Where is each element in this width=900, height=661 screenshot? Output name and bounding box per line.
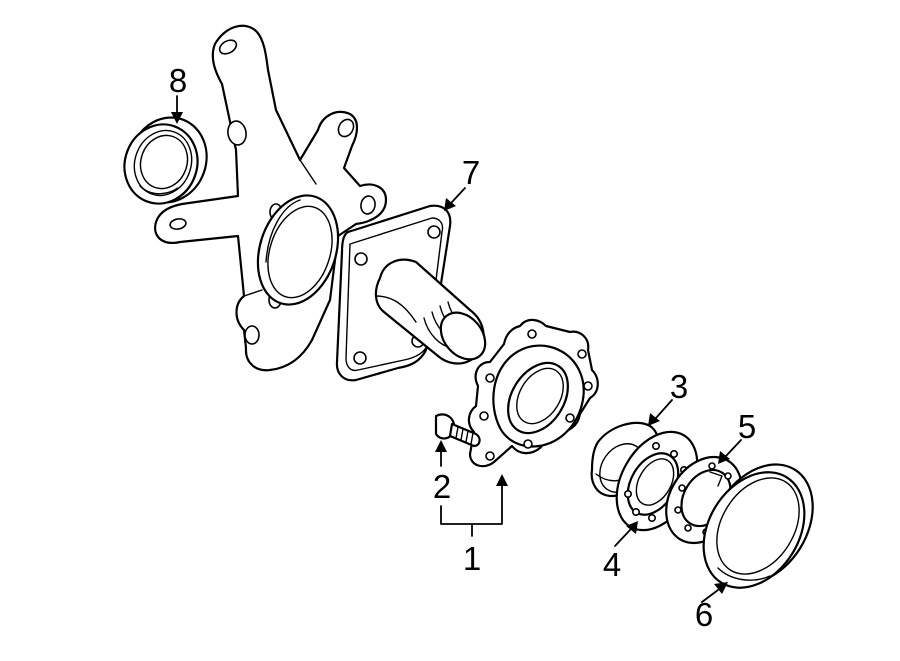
callout-1: 1 — [463, 540, 481, 577]
callout-5: 5 — [738, 408, 756, 445]
callout-labels: 8 7 3 5 2 1 4 6 — [169, 62, 756, 633]
callout-8: 8 — [169, 62, 187, 99]
seal-drawing — [123, 116, 208, 205]
spindle-plate-drawing — [335, 204, 487, 382]
callout-2: 2 — [433, 468, 451, 505]
knuckle-drawing — [154, 24, 388, 372]
hub-flange-drawing — [467, 318, 599, 468]
callout-leaders — [171, 95, 742, 603]
callout-4: 4 — [603, 546, 621, 583]
wheel-stud-drawing — [434, 413, 481, 448]
callout-6: 6 — [695, 596, 713, 633]
callout-3: 3 — [670, 368, 688, 405]
dust-cap-drawing — [702, 463, 814, 589]
callout-7: 7 — [462, 154, 480, 191]
